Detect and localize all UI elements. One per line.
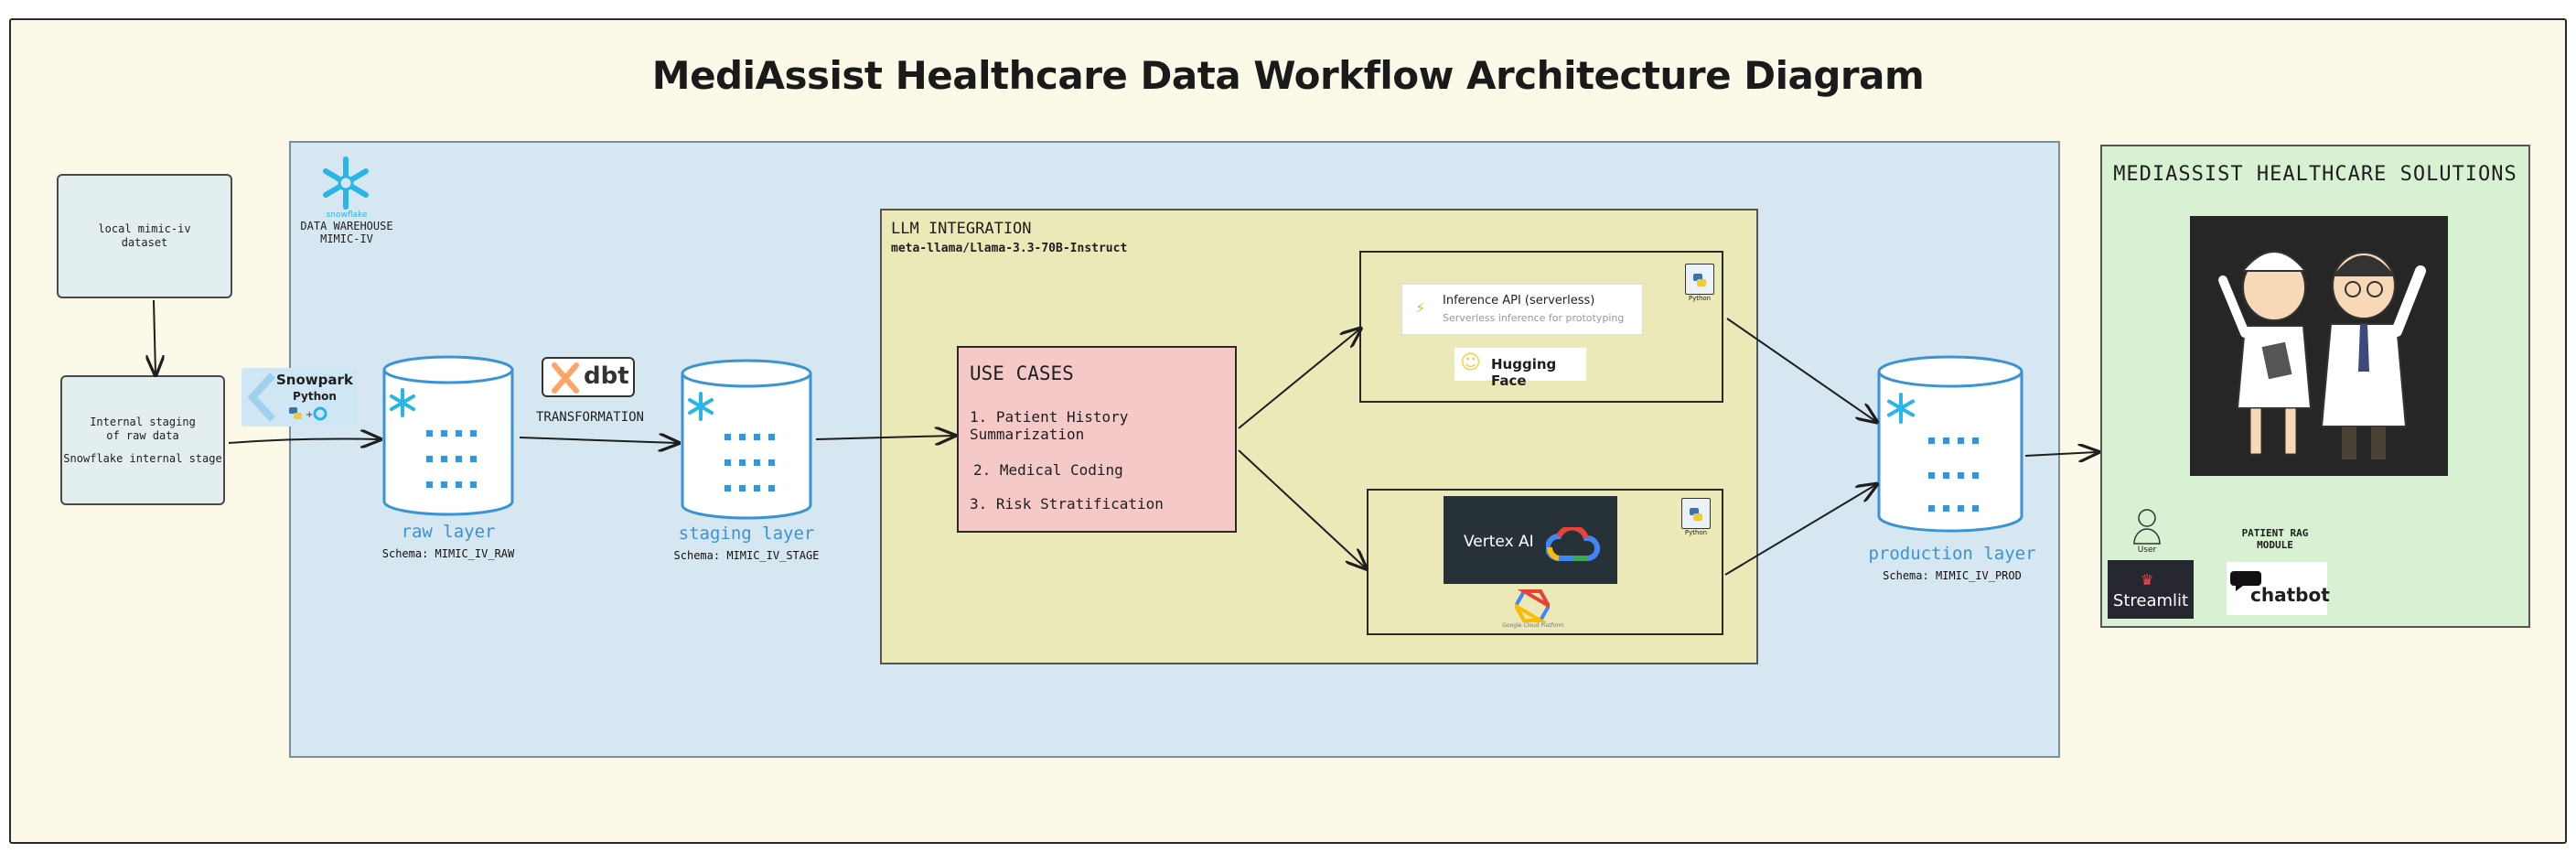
huggingface-emoji-icon: ☺: [1460, 351, 1481, 374]
lightning-icon: ⚡: [1415, 299, 1426, 317]
gcp-label: Google Cloud Platform: [1502, 622, 1564, 629]
staging-layer-cylinder: [681, 359, 812, 520]
rag-module-label: PATIENT RAG MODULE: [2206, 527, 2344, 551]
production-layer-label: production layer: [1868, 544, 2036, 564]
chatbot-label: chatbot: [2250, 584, 2330, 606]
inference-api-subtitle: Serverless inference for prototyping: [1443, 312, 1625, 324]
internal-staging-line1: Internal staging: [90, 415, 196, 428]
arrow-production-to-solutions: [2024, 452, 2097, 456]
arrow-staging-layer-to-usecases: [815, 436, 953, 439]
diagram-title: MediAssist Healthcare Data Workflow Arch…: [651, 53, 1925, 98]
snowflake-icon: [323, 157, 369, 210]
arrow-usecases-to-huggingface: [1238, 329, 1359, 429]
solutions-heading: MEDIASSIST HEALTHCARE SOLUTIONS: [2113, 163, 2517, 186]
doctor-nurse-illustration: [2190, 216, 2448, 476]
user-label: User: [2137, 545, 2157, 555]
medical-staff-icon: [2218, 251, 2426, 459]
arrow-raw-to-staging-layer: [519, 437, 677, 443]
inference-api-card: ⚡ Inference API (serverless) Serverless …: [1401, 284, 1643, 335]
svg-text:+: +: [306, 410, 313, 420]
python-file-icon: [1685, 264, 1714, 295]
python-file-icon-vertex: [1681, 498, 1711, 529]
dbt-text: dbt: [584, 362, 629, 390]
google-cloud-icon: [1546, 527, 1601, 561]
huggingface-badge: ☺ Hugging Face: [1454, 348, 1586, 389]
internal-staging-line3: Snowflake internal stage: [63, 451, 222, 465]
snowpark-sublabel: Python: [293, 390, 337, 403]
rag-module-line1: PATIENT RAG: [2241, 527, 2309, 539]
production-layer-cylinder: [1877, 355, 2023, 533]
use-case-1: 1. Patient History Summarization: [970, 408, 1129, 443]
snowpark-badge: Snowpark Python +: [242, 368, 357, 426]
arrow-dataset-to-staging: [154, 299, 156, 373]
transformation-label: TRANSFORMATION: [535, 410, 644, 425]
raw-layer-cylinder: [382, 355, 514, 516]
python-badge-label: Python: [1688, 295, 1712, 302]
snowflake-brand: snowflake: [326, 211, 368, 220]
staging-layer-schema: Schema: MIMIC_IV_STAGE: [673, 549, 820, 562]
python-snowflake-icon: +: [289, 406, 327, 421]
chat-bubble-icon: [2230, 571, 2261, 591]
streamlit-label: Streamlit: [2112, 591, 2189, 610]
python-badge-label-vertex: Python: [1684, 529, 1708, 536]
dbt-logo: dbt: [542, 357, 635, 397]
vertex-ai-card: Vertex AI: [1444, 496, 1617, 584]
use-cases-heading: USE CASES: [970, 362, 1074, 384]
use-case-3: 3. Risk Stratification: [970, 495, 1164, 513]
local-dataset-line2: dataset: [121, 236, 168, 249]
raw-layer-schema: Schema: MIMIC_IV_RAW: [381, 547, 515, 560]
huggingface-brand: Hugging Face: [1491, 356, 1557, 389]
raw-layer-label: raw layer: [401, 522, 496, 542]
vertex-ai-label: Vertex AI: [1464, 533, 1534, 551]
arrow-staging-to-raw: [228, 439, 379, 444]
gcp-hexagon-icon: [1515, 589, 1550, 622]
arrow-vertex-to-production: [1724, 485, 1875, 576]
use-cases-box: USE CASES 1. Patient History Summarizati…: [957, 346, 1237, 533]
user-icon: [2133, 509, 2161, 545]
python-badge-vertex: Python: [1681, 498, 1711, 538]
llm-heading: LLM INTEGRATION: [891, 220, 1032, 238]
snowpark-label: Snowpark: [276, 372, 353, 388]
production-layer-schema: Schema: MIMIC_IV_PROD: [1883, 569, 2022, 582]
snowpark-chevron-icon: [247, 373, 275, 422]
internal-staging-line2: of raw data: [106, 428, 179, 442]
local-dataset-line1: local mimic-iv: [98, 222, 191, 235]
inference-api-title: Inference API (serverless): [1443, 294, 1595, 308]
arrow-usecases-to-vertex: [1238, 449, 1365, 567]
streamlit-crown-icon: ♛: [2141, 571, 2154, 588]
llm-model-name: meta-llama/Llama-3.3-70B-Instruct: [891, 242, 1128, 255]
warehouse-label-line1: DATA WAREHOUSE: [300, 220, 393, 232]
use-case-2: 2. Medical Coding: [973, 461, 1123, 479]
python-badge-hf: Python: [1685, 264, 1714, 304]
internal-staging-box: Internal staging of raw data Snowflake i…: [60, 375, 225, 505]
snowflake-warehouse-badge: snowflake DATA WAREHOUSE MIMIC-IV: [300, 156, 412, 256]
rag-module-line2: MODULE: [2257, 539, 2293, 551]
staging-layer-label: staging layer: [678, 524, 815, 544]
arrow-huggingface-to-production: [1726, 318, 1875, 421]
local-dataset-box: local mimic-iv dataset: [57, 174, 232, 298]
dbt-icon: [552, 362, 579, 394]
chatbot-badge: chatbot: [2227, 562, 2330, 615]
warehouse-label-line2: MIMIC-IV: [320, 232, 373, 245]
streamlit-badge: ♛ Streamlit: [2108, 560, 2194, 619]
